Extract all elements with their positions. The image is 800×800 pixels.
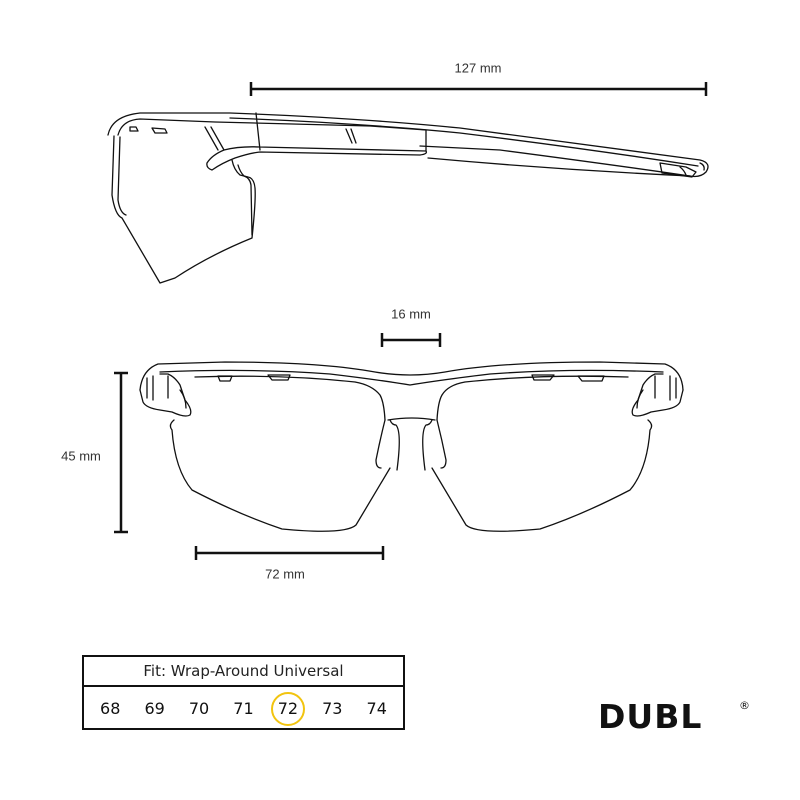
fit-size-71: 71 <box>233 699 254 718</box>
lens-height-label: 45 mm <box>61 448 101 464</box>
fit-size-72-selected: 72 <box>270 691 305 726</box>
fit-size-row: 68 69 70 71 72 73 74 <box>84 687 403 730</box>
lens-width-dimension-bar <box>194 546 385 560</box>
bridge-width-dimension-bar <box>380 333 442 347</box>
fit-size-70: 70 <box>188 699 210 718</box>
temple-length-dimension-bar <box>249 82 708 96</box>
front-view-glasses <box>139 361 684 532</box>
bridge-width-label: 16 mm <box>391 306 431 322</box>
lens-width-label: 72 mm <box>265 566 305 582</box>
temple-length-label: 127 mm <box>454 60 502 76</box>
fit-size-73: 73 <box>322 699 343 718</box>
fit-size-74: 74 <box>366 699 387 718</box>
fit-size-table: Fit: Wrap-Around Universal 68 69 70 71 7… <box>82 655 405 730</box>
registered-trademark-icon: ® <box>739 699 750 712</box>
lens-height-dimension-bar <box>114 371 128 534</box>
side-view-glasses <box>107 112 709 284</box>
fit-size-68: 68 <box>100 699 121 718</box>
fit-table-header: Fit: Wrap-Around Universal <box>84 657 403 687</box>
fit-size-69: 69 <box>144 699 165 718</box>
brand-logo: DUBL <box>598 697 703 736</box>
